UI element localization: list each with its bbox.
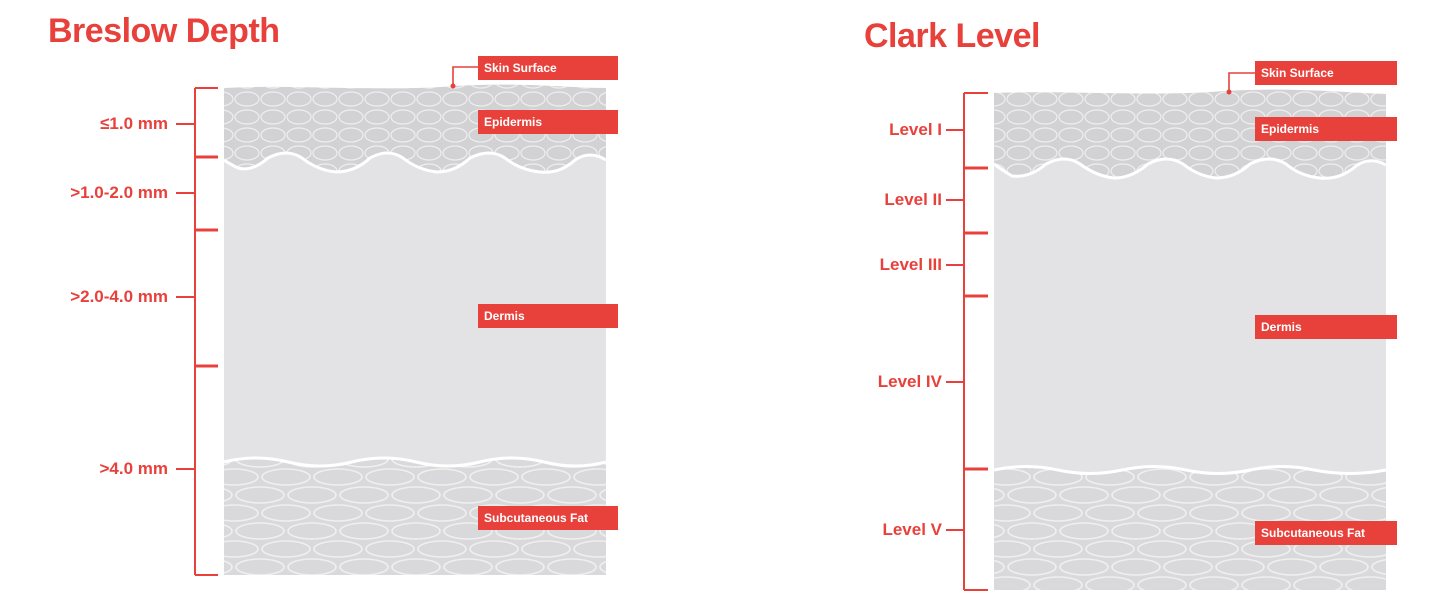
epidermis-tag: Epidermis [478,110,618,134]
skin-surface-leader [452,66,480,86]
dermis-tag: Dermis [478,304,618,328]
clark-level-5-label: Level V [882,520,942,539]
dermal-epidermal-junction [993,157,1387,180]
skin-surface-tag: Skin Surface [1255,61,1397,85]
dermal-epidermal-junction [223,151,607,174]
level-scale-bracket [946,92,988,591]
epidermis-tag: Epidermis [1255,117,1397,141]
breslow-level-1-label: ≤1.0 mm [100,114,168,133]
clark-level-1-label: Level I [889,120,942,139]
subcutaneous-fat-tag: Subcutaneous Fat [1255,521,1397,545]
clark-level-3-label: Level III [879,255,942,274]
skin-surface-leader [1228,72,1256,92]
breslow-title: Breslow Depth [48,12,280,50]
depth-scale-bracket [176,87,218,576]
clark-title: Clark Level [864,17,1040,55]
subcutaneous-fat-tag: Subcutaneous Fat [478,506,618,530]
dermis-tag: Dermis [1255,315,1397,339]
breslow-level-3-label: >2.0-4.0 mm [70,287,168,306]
fat-boundary-line [223,456,607,468]
clark-level-4-label: Level IV [877,372,942,391]
clark-level-panel: Clark Level [720,0,1440,596]
breslow-depth-panel: Breslow Depth [48,12,618,576]
breslow-level-2-label: >1.0-2.0 mm [70,183,168,202]
fat-boundary-line [993,465,1387,475]
skin-surface-tag: Skin Surface [478,56,618,80]
clark-level-2-label: Level II [884,190,942,209]
clark-skin-diagram [946,72,1387,591]
breslow-level-4-label: >4.0 mm [99,459,168,478]
